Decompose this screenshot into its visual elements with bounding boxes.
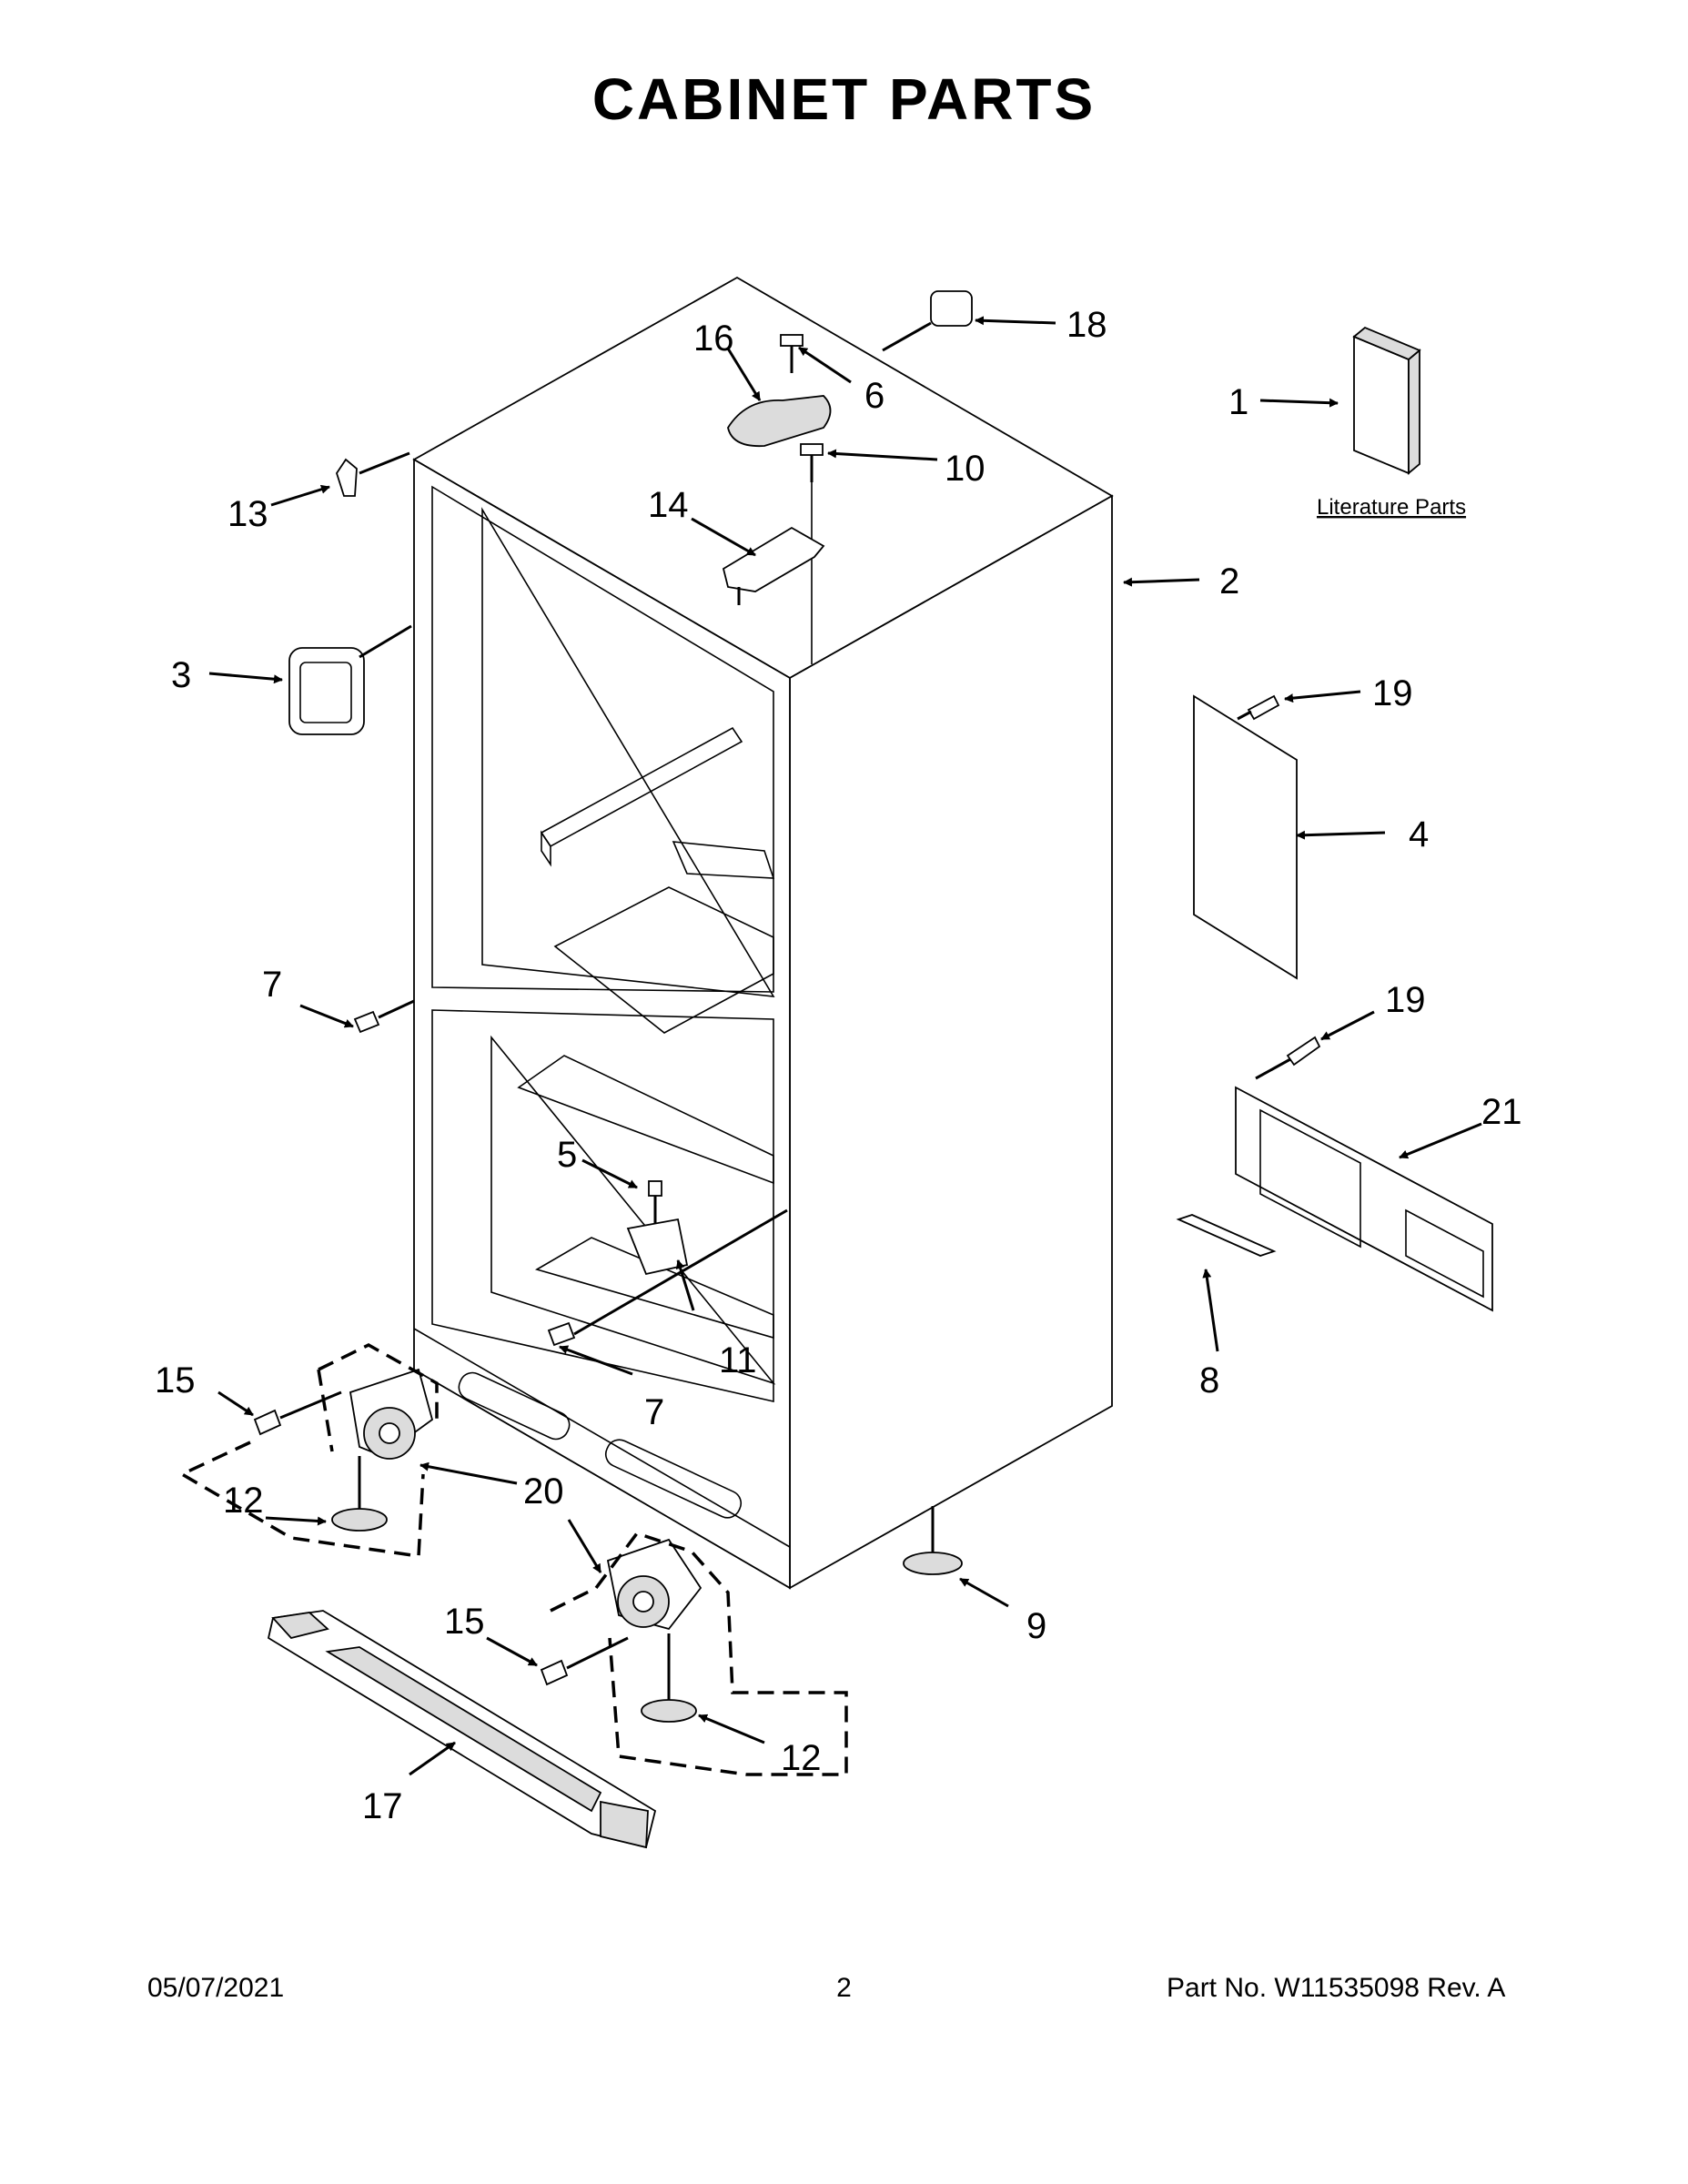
part-4-panel [1193, 694, 1298, 980]
callout-15a: 15 [155, 1360, 196, 1400]
callout-13: 13 [227, 494, 268, 534]
cabinet-body [412, 276, 1114, 1590]
part-12-leveler-left [331, 1456, 388, 1532]
page-title: CABINET PARTS [591, 66, 1097, 132]
part-15-screw-left [253, 1390, 342, 1436]
callout-19a: 19 [1372, 673, 1413, 713]
part-17-kick-plate [267, 1610, 657, 1849]
part-19-screw-lower [1255, 1036, 1321, 1080]
part-12-leveler-right [641, 1633, 697, 1723]
callout-12b: 12 [781, 1738, 822, 1778]
callout-11: 11 [719, 1340, 757, 1380]
part-13-clip [336, 458, 358, 497]
callout-5: 5 [557, 1135, 577, 1175]
part-20-roller-left [349, 1368, 434, 1460]
part-6-screw [780, 334, 804, 373]
part-15-screw-right [540, 1636, 629, 1686]
callout-7a: 7 [262, 965, 282, 1005]
literature-parts-icon [1352, 326, 1421, 475]
part-9-foot-pad [903, 1552, 963, 1575]
part-18-gasket [930, 290, 973, 327]
part-21-grille-plate [1235, 1086, 1493, 1312]
part-20-roller-right [606, 1538, 702, 1631]
footer-part-number: Part No. W11535098 Rev. A [1167, 1973, 1506, 2003]
literature-parts-label: Literature Parts [1317, 495, 1466, 520]
part-8-seal-strip [1176, 1214, 1277, 1257]
callout-19b: 19 [1385, 980, 1426, 1020]
callout-17: 17 [362, 1786, 403, 1826]
part-7-screw-lower [547, 1321, 576, 1347]
part-14-hinge [722, 526, 825, 592]
footer-date: 05/07/2021 [147, 1973, 285, 2003]
callout-21: 21 [1481, 1092, 1522, 1132]
callout-4: 4 [1409, 814, 1429, 854]
part-19-screw-upper [1237, 694, 1280, 721]
callout-6: 6 [864, 376, 884, 416]
callout-20: 20 [523, 1471, 564, 1512]
callout-10: 10 [945, 449, 986, 489]
callout-9: 9 [1026, 1606, 1046, 1646]
callout-3: 3 [171, 655, 191, 695]
part-10-screw [800, 443, 824, 664]
callout-1: 1 [1228, 382, 1248, 422]
part-16-hinge-cover [727, 395, 832, 448]
part-3-block [288, 647, 365, 735]
part-11-bracket [626, 1218, 689, 1276]
callout-14: 14 [648, 485, 689, 525]
footer-page-number: 2 [836, 1973, 852, 2003]
callout-18: 18 [1066, 305, 1107, 345]
callout-12a: 12 [223, 1481, 264, 1521]
callout-8: 8 [1199, 1360, 1219, 1400]
part-5-pin [648, 1180, 662, 1224]
callout-leaders [208, 316, 1482, 1776]
part-7-screw-upper [353, 1010, 380, 1034]
callout-2: 2 [1219, 561, 1239, 602]
callout-16: 16 [693, 318, 734, 359]
callout-15b: 15 [444, 1602, 485, 1642]
callout-7b: 7 [644, 1392, 664, 1432]
